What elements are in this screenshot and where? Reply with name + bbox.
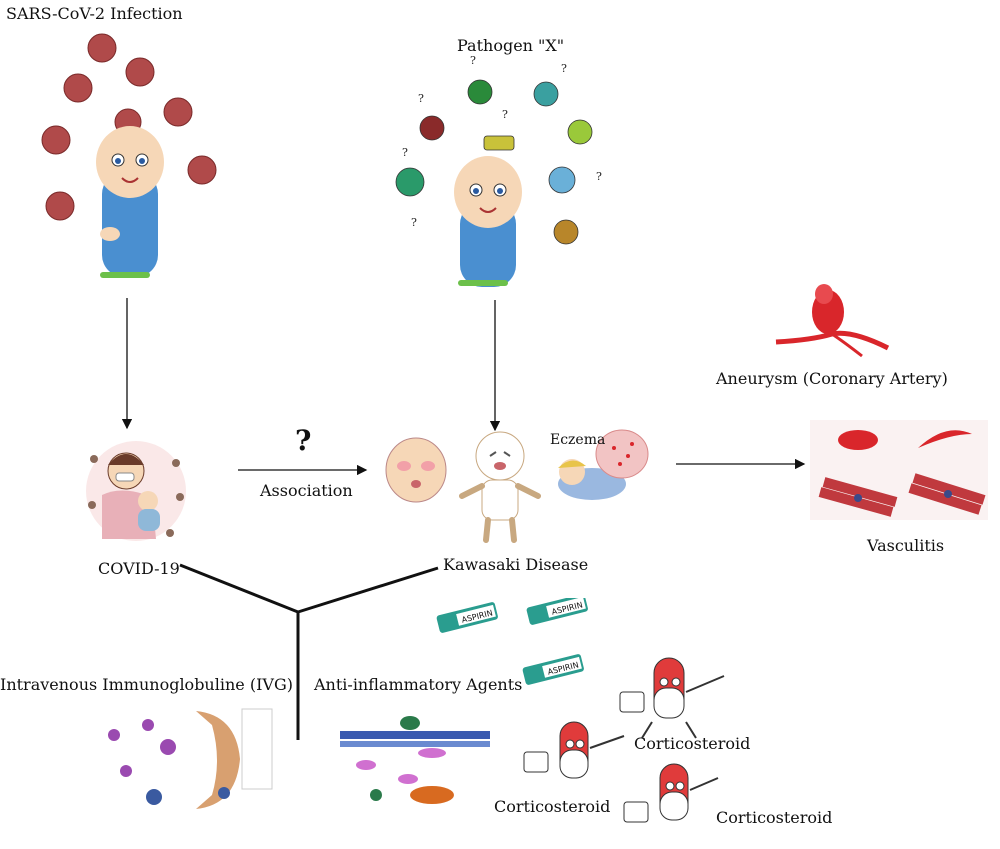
association-label: Association: [260, 481, 353, 500]
virus-icon: [45, 191, 75, 221]
aneurysm-label: Aneurysm (Coronary Artery): [716, 369, 948, 388]
aspirin-box-icon: ASPIRIN: [526, 598, 588, 625]
aspirin-box-icon: ASPIRIN: [522, 654, 584, 685]
pathogen-question-mark: ?: [418, 92, 424, 105]
corticosteroid-label-2: Corticosteroid: [494, 797, 611, 816]
virus-icon: [163, 97, 193, 127]
aspirin-box-icon: ASPIRIN: [436, 602, 498, 633]
anti-inflammatory-label: Anti-inflammatory Agents: [314, 675, 523, 694]
corticosteroid-character-3: [623, 763, 719, 823]
connector-kawasaki-branch: [297, 566, 439, 614]
baby-icon: [96, 126, 164, 278]
pathogen-icon: [483, 135, 515, 151]
virus-icon: [172, 459, 180, 467]
crying-baby-icon: [459, 431, 541, 543]
covid-mother-baby-illustration: [86, 441, 186, 541]
eczema-sleeping-baby-icon: [558, 429, 649, 500]
pathogen-icon: [467, 79, 493, 105]
vasculitis-illustration: [810, 420, 988, 520]
virus-icon: [87, 33, 117, 63]
pathogen-question-mark: ?: [470, 54, 476, 67]
pathogen-question-mark: ?: [402, 146, 408, 159]
eczema-label: Eczema: [550, 432, 606, 448]
pathogen-icon: [533, 81, 559, 107]
virus-icon: [125, 57, 155, 87]
sickle-cell-icon: [918, 430, 972, 448]
ivg-label: Intravenous Immunoglobuline (IVG): [0, 675, 293, 694]
pathogen-icon: [395, 167, 425, 197]
red-blood-cell-icon: [838, 430, 878, 450]
sars-title: SARS-CoV-2 Infection: [6, 4, 183, 23]
pathogen-icon: [567, 119, 593, 145]
covid-label: COVID-19: [98, 559, 180, 578]
virus-icon: [187, 155, 217, 185]
pathogen-question-mark: ?: [502, 108, 508, 121]
anti-inflammatory-pathway-illustration: [340, 716, 490, 804]
connector-covid-branch: [179, 563, 299, 614]
corticosteroid-label-1: Corticosteroid: [634, 734, 751, 753]
pathogen-title: Pathogen "X": [457, 36, 565, 55]
corticosteroid-character-1: [619, 657, 725, 739]
virus-icon: [63, 73, 93, 103]
pathogen-question-mark: ?: [561, 62, 567, 75]
pathogen-icon: [419, 115, 445, 141]
ivg-mechanism-illustration: [108, 708, 273, 809]
pathogen-icon: [553, 219, 579, 245]
pathogen-question-mark: ?: [411, 216, 417, 229]
corticosteroid-label-3: Corticosteroid: [716, 808, 833, 827]
pathogen-icon: [548, 166, 576, 194]
pathogen-baby-illustration: [395, 79, 593, 287]
kawasaki-illustration: [385, 429, 649, 543]
baby-icon: [454, 156, 522, 287]
vasculitis-label: Vasculitis: [867, 536, 945, 555]
virus-icon: [88, 501, 96, 509]
virus-icon: [41, 125, 71, 155]
corticosteroid-character-2: [523, 721, 625, 779]
sars-virus-baby-illustration: [41, 33, 217, 278]
aneurysm-illustration: [775, 284, 890, 358]
pathogen-question-mark: ?: [596, 170, 602, 183]
red-eyes-baby-icon: [385, 437, 447, 503]
aspirin-illustration: ASPIRIN ASPIRIN ASPIRIN: [436, 598, 588, 685]
virus-icon: [90, 455, 98, 463]
virus-icon: [176, 493, 184, 501]
association-question-mark: ?: [295, 424, 312, 457]
virus-icon: [166, 529, 174, 537]
kawasaki-label: Kawasaki Disease: [443, 555, 589, 574]
